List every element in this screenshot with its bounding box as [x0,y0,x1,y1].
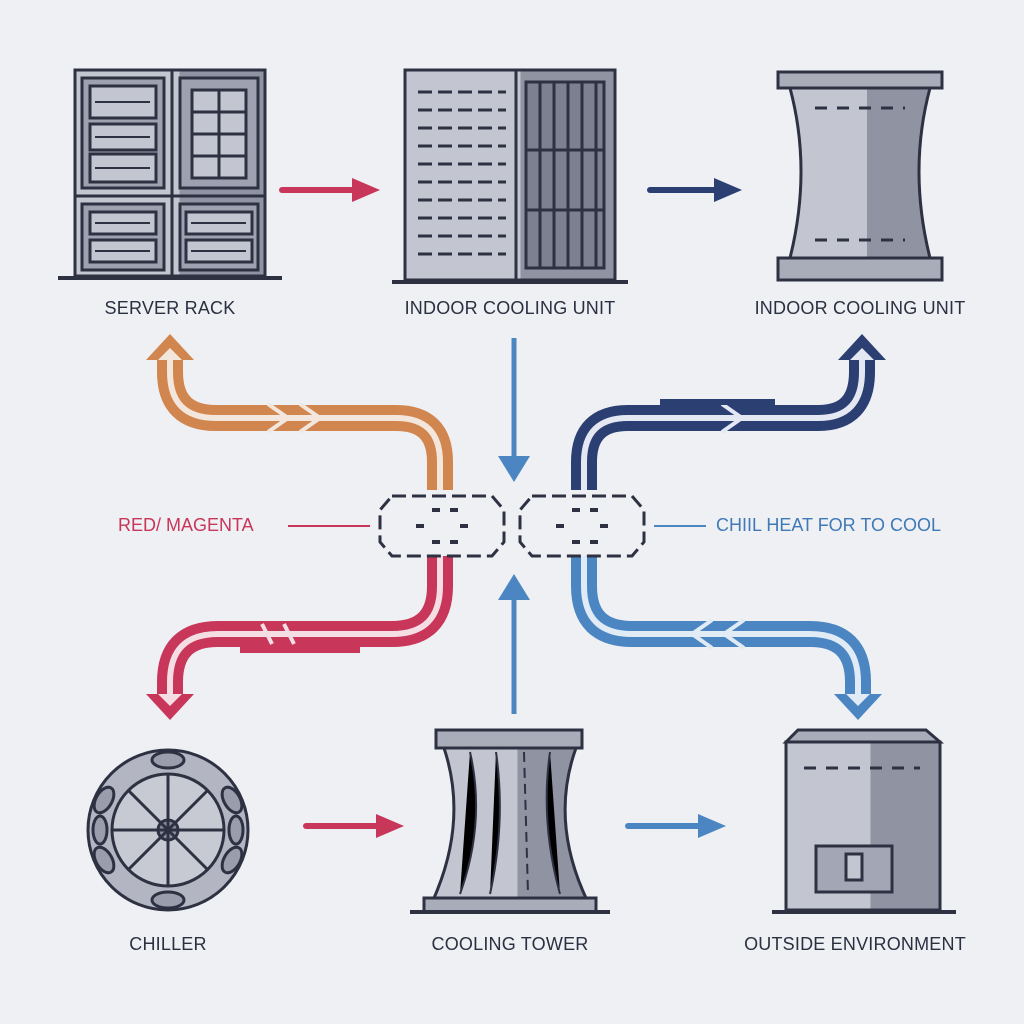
outdoor-unit-icon [772,728,956,914]
flow-arrow-rack-to-unit [279,178,380,202]
label-indoor-cooling-unit-2: INDOOR COOLING UNIT [754,298,966,318]
heat-exchanger-icon [518,494,646,558]
cooling-tower-icon [410,728,610,914]
annotation-chill-heat: CHIIL HEAT FOR TO COOL [716,515,942,535]
vertical-flow-up [498,574,530,714]
flow-arrow-chiller-to-tower [303,814,404,838]
label-cooling-tower: COOLING TOWER [431,934,589,954]
label-outside-environment: OUTSIDE ENVIRONMENT [744,934,966,954]
vertical-flow-down [498,338,530,482]
warm-return-pipe [146,334,453,490]
hot-pipe-lower [146,556,453,720]
label-server-rack: SERVER RACK [104,298,236,318]
server-rack-icon [58,68,282,280]
indoor-cooling-unit-icon [392,68,628,284]
flow-arrow-tower-to-outside [625,814,726,838]
label-indoor-cooling-unit-1: INDOOR COOLING UNIT [404,298,616,318]
cool-supply-pipe-upper [571,334,886,490]
flow-arrow-unit-to-unit [647,178,742,202]
annotation-red-magenta: RED/ MAGENTA [118,515,254,535]
heat-exchanger-icon [378,494,506,558]
cool-pipe-lower [571,556,882,720]
label-chiller: CHILLER [129,934,207,954]
chiller-fan-icon [86,748,250,912]
cooling-tower-icon [776,70,944,282]
